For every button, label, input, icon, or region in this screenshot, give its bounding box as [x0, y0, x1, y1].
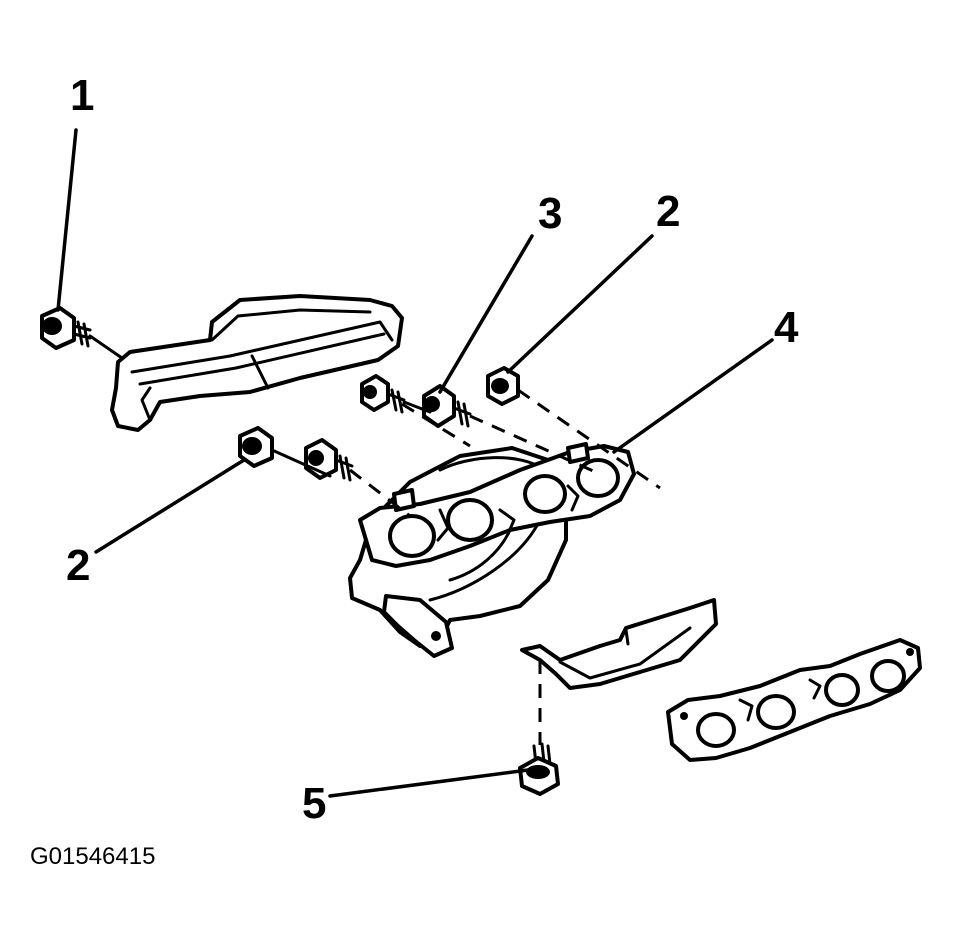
assembly-lines [270, 388, 661, 745]
figure-code: G01546415 [30, 843, 155, 870]
callout-3: 3 [538, 189, 562, 238]
nut-2-lower [238, 426, 274, 468]
leader-3 [438, 234, 534, 394]
leader-lines [56, 128, 774, 798]
callout-2-upper: 2 [656, 187, 680, 236]
leader-1 [56, 128, 78, 312]
leader-2-lower [94, 458, 246, 554]
callout-2-lower: 2 [66, 541, 90, 590]
bolt-3 [422, 384, 472, 428]
leader-4 [612, 338, 774, 454]
manifold-gasket [666, 638, 922, 762]
leader-5 [328, 768, 530, 798]
nut-2-upper [486, 366, 520, 406]
callout-1: 1 [70, 71, 94, 120]
bolt-3-left [360, 374, 406, 414]
callout-4: 4 [774, 303, 799, 352]
nut-1 [40, 306, 124, 360]
lower-heat-shield [520, 598, 718, 690]
upper-heat-shield [110, 294, 404, 432]
exhaust-manifold [348, 442, 636, 658]
leader-2-upper [506, 234, 654, 374]
callout-5: 5 [302, 779, 326, 828]
bolt-5 [518, 742, 560, 796]
